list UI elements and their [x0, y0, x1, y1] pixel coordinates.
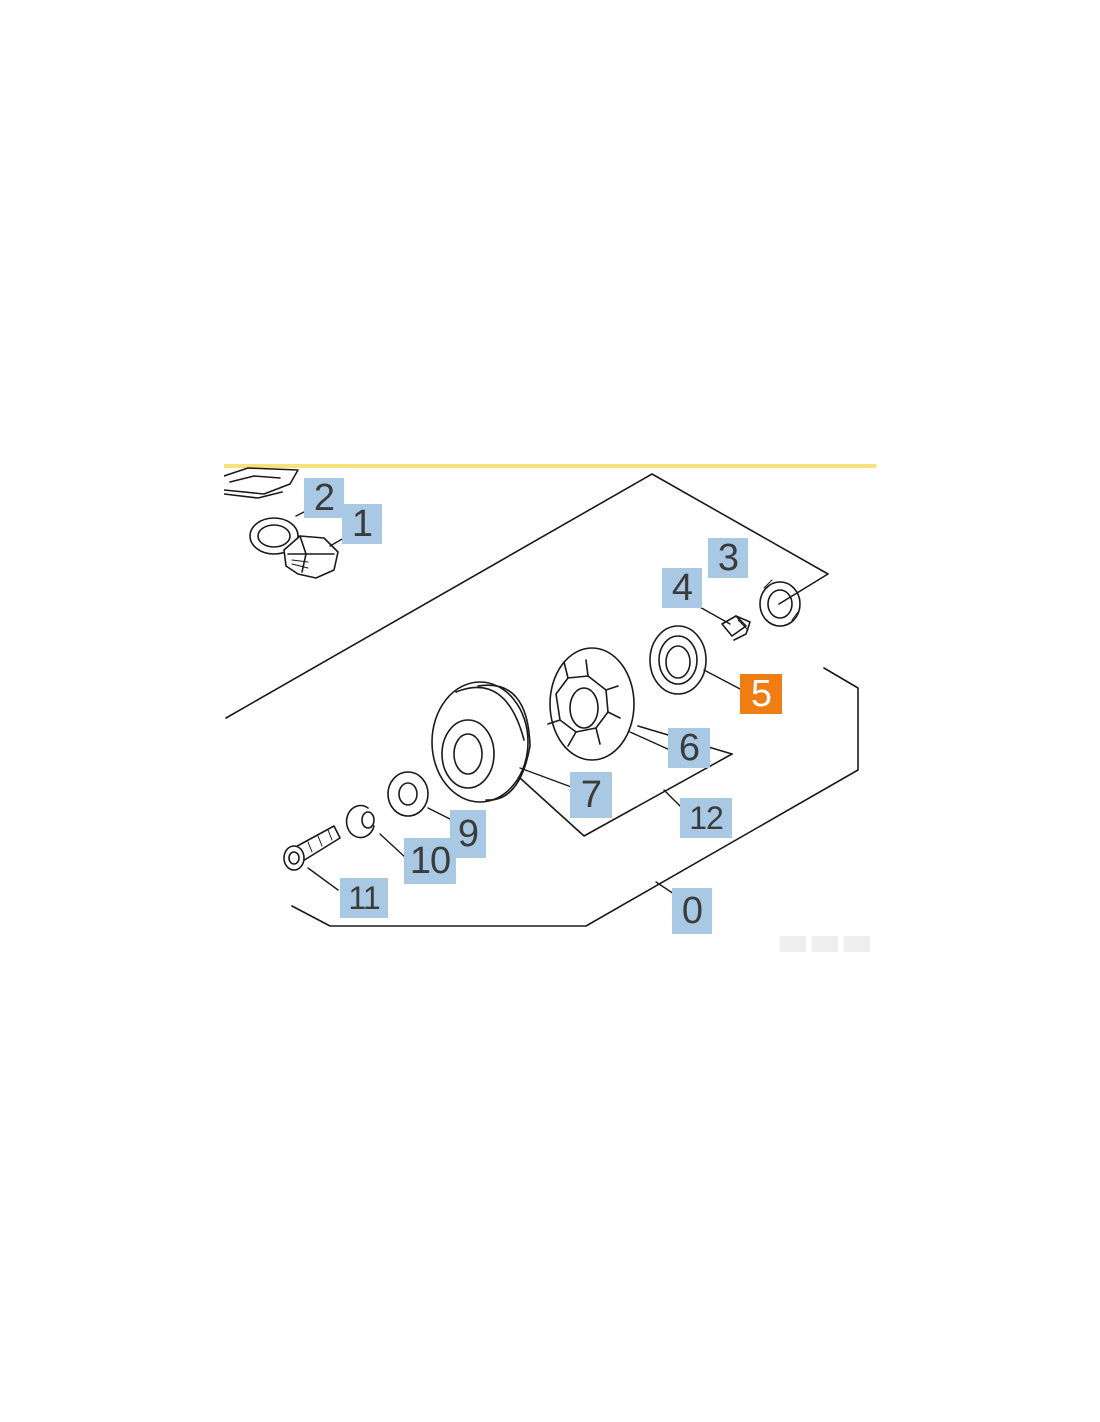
- callout-10: 10: [404, 838, 456, 884]
- callout-2: 2: [304, 478, 344, 518]
- leader-0: [655, 881, 675, 895]
- pin: [721, 615, 751, 641]
- leader-10: [379, 833, 407, 859]
- callout-nine: 9: [450, 810, 486, 858]
- exploded-parts-diagram: 2 1 3 4 5 6 7 12 9 10 11 0: [224, 464, 876, 960]
- leader-11: [307, 867, 339, 891]
- callout-3: 3: [708, 538, 748, 578]
- callout-6: 6: [668, 728, 710, 768]
- leader-6: [629, 731, 671, 751]
- assembly-bracket: [291, 667, 859, 927]
- assembly-outline: [225, 473, 829, 719]
- callout-12: 12: [680, 798, 732, 838]
- top-divider: [224, 464, 876, 468]
- callout-5-highlighted: 5: [740, 674, 782, 714]
- sprocket-bracket: [519, 753, 733, 837]
- leader-2: [295, 511, 305, 517]
- socket-head-screw: [283, 825, 341, 871]
- callout-1: 1: [342, 504, 382, 544]
- leader-4: [697, 605, 731, 625]
- sprocket-rim: [547, 647, 635, 761]
- leader-7: [519, 767, 575, 789]
- parts-drawing: [224, 467, 859, 927]
- callout-11: 11: [340, 878, 388, 918]
- callout-0: 0: [672, 888, 712, 934]
- clutch-drum: [431, 681, 531, 803]
- leader-5: [703, 669, 743, 691]
- screw-plug: [283, 535, 339, 579]
- housing-fragment: [224, 467, 299, 499]
- leader-1: [329, 537, 345, 547]
- hex-nut: [759, 579, 801, 627]
- washer: [387, 771, 429, 817]
- image-stamp: [780, 936, 870, 952]
- spring-washer: [345, 804, 375, 839]
- callout-4: 4: [662, 568, 702, 608]
- sealing-ring: [249, 517, 299, 555]
- callout-7: 7: [570, 772, 612, 818]
- leader-12: [663, 789, 683, 809]
- ball-bearing: [649, 625, 707, 695]
